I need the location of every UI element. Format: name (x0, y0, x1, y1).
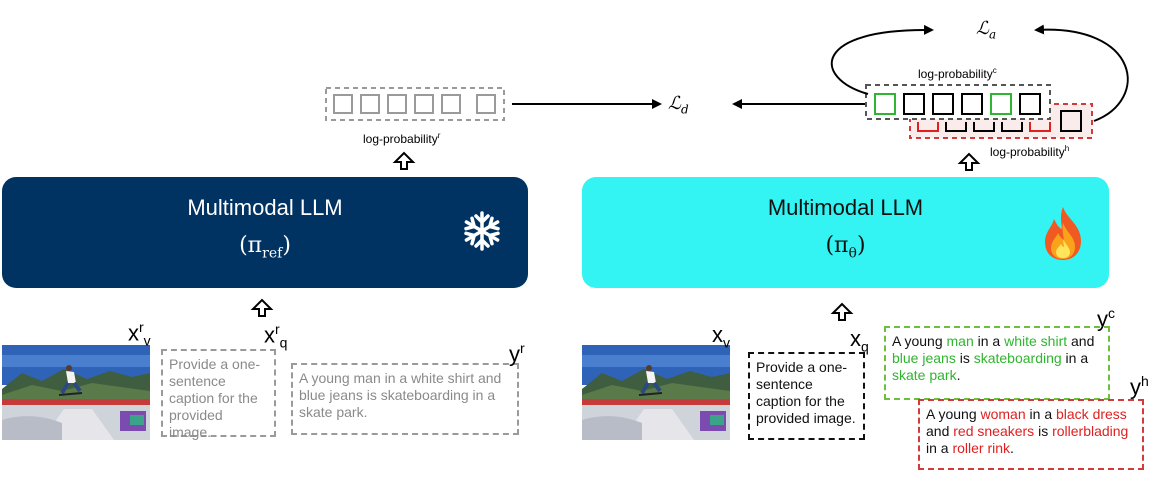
input-image-policy (582, 345, 730, 440)
snowflake-icon (461, 211, 503, 251)
chosen-response-var: yc (1097, 305, 1115, 332)
chosen-logprob-label: log-probabilityc (918, 66, 997, 81)
policy-model-name: Multimodal LLM (767, 195, 924, 221)
reference-model-box: Multimodal LLM (πref) (2, 177, 528, 288)
reference-model-param: (πref) (239, 233, 291, 262)
chosen-response-box: A young man in a white shirt and blue je… (884, 326, 1110, 400)
reference-model-name: Multimodal LLM (187, 195, 343, 221)
policy-model-box: Multimodal LLM (πθ) (582, 177, 1109, 288)
up-arrow-policy-output (957, 152, 981, 171)
policy-query-box: Provide a one-sentence caption for the p… (748, 352, 865, 440)
input-image-ref (2, 345, 150, 440)
fire-icon (1045, 207, 1081, 260)
distill-loss-symbol: ℒd (668, 93, 689, 117)
arrow-hallu-to-la (1034, 24, 1129, 122)
hallu-logprob-label: log-probabilityh (990, 144, 1070, 159)
up-arrow-policy-input (830, 302, 854, 321)
policy-image-var: xv (712, 322, 730, 351)
arrow-chosen-to-la (831, 24, 934, 95)
hallu-response-var: yh (1130, 373, 1149, 400)
chosen-logprob-tokens (865, 84, 1051, 120)
ref-logprob-label: log-probabilityr (363, 131, 441, 146)
policy-model-param: (πθ) (825, 233, 866, 262)
align-loss-symbol: ℒa (976, 18, 997, 42)
ref-response-var: yr (509, 340, 525, 367)
policy-query-var: xq (850, 326, 869, 355)
ref-response-box: A young man in a white shirt and blue je… (291, 363, 519, 435)
up-arrow-ref-output (392, 151, 416, 170)
hallu-response-box: A young woman in a black dress and red s… (918, 399, 1144, 470)
up-arrow-ref-input (250, 298, 274, 317)
ref-image-var: xrv (128, 319, 151, 349)
ref-query-box: Provide a one-sentence caption for the p… (161, 349, 276, 440)
ref-query-var: xrq (264, 321, 288, 351)
ref-logprob-tokens (325, 87, 505, 121)
